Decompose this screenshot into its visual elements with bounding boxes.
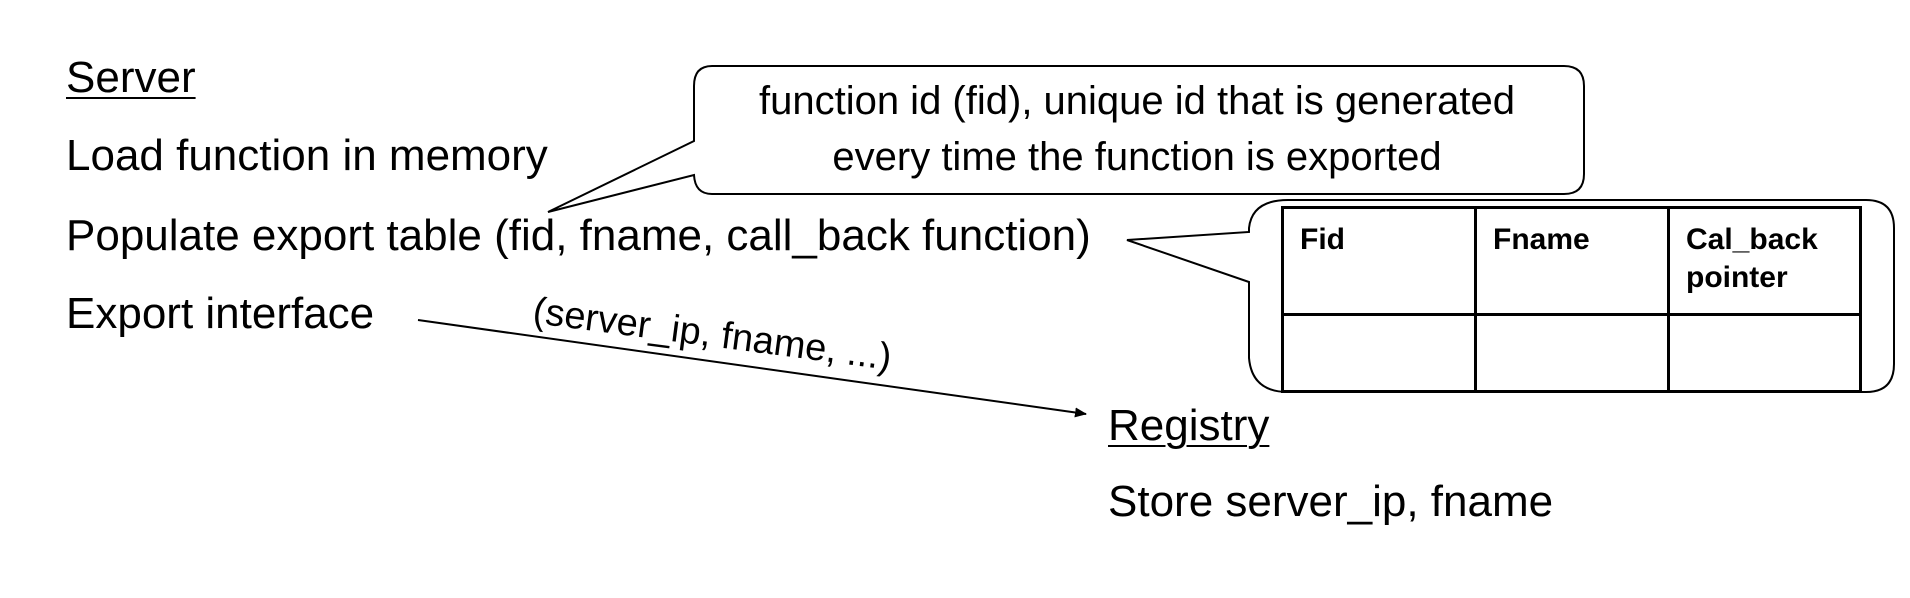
table-cell [1667,313,1862,393]
table-row [1281,313,1862,393]
registry-title: Registry [1108,401,1270,450]
fid-callout-text: function id (fid), unique id that is gen… [696,73,1578,185]
table-header-row: Fid Fname Cal_back pointer [1281,206,1862,316]
server-step-export: Export interface [66,289,375,338]
table-cell [1474,313,1670,393]
fid-callout-line: function id (fid), unique id that is gen… [758,79,1516,123]
server-title: Server [66,53,196,102]
export-arrow [417,319,1087,418]
server-step-populate: Populate export table (fid, fname, call_… [66,211,1091,260]
fid-callout-line: every time the function is exported [832,135,1442,179]
export-table: Fid Fname Cal_back pointer [1281,206,1862,393]
table-cell [1281,313,1477,393]
server-step-load: Load function in memory [66,131,548,180]
table-header-fname: Fname [1474,206,1670,316]
registry-action: Store server_ip, fname [1108,477,1554,526]
table-header-callback: Cal_back pointer [1667,206,1862,316]
table-header-fid: Fid [1281,206,1477,316]
fid-callout-bubble [547,65,1585,213]
